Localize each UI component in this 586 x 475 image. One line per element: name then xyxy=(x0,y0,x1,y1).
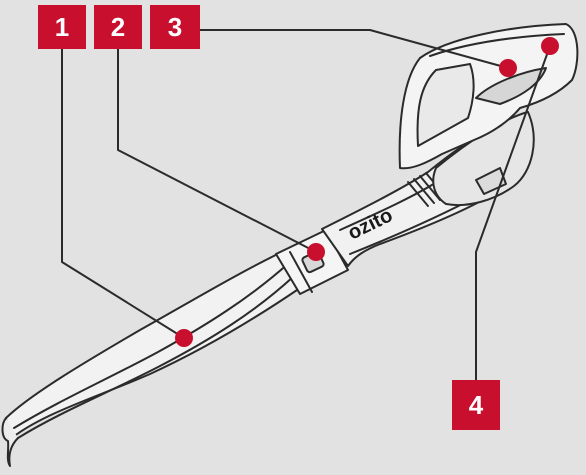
handle-opening xyxy=(475,67,547,105)
leader-line-2 xyxy=(117,43,317,253)
battery-latch xyxy=(475,167,507,195)
leader-line-1 xyxy=(61,43,185,339)
callout-label-2: 2 xyxy=(94,5,142,49)
callout-dot-4 xyxy=(541,37,559,55)
tube-contour-line xyxy=(13,261,291,429)
tube-contour-line xyxy=(17,275,295,439)
blower-tube xyxy=(5,249,301,442)
tube-collar-edge xyxy=(289,251,313,293)
vent-slots xyxy=(407,172,447,207)
callout-label-4: 4 xyxy=(452,380,500,430)
body-seam-line xyxy=(339,179,441,231)
leader-line-3 xyxy=(199,29,509,69)
callout-label-1: 1 xyxy=(38,5,86,49)
leader-line-4 xyxy=(475,45,551,381)
callout-label-3: 3 xyxy=(150,5,200,49)
handle-inner-grip xyxy=(416,63,475,147)
callout-dot-1 xyxy=(175,329,193,347)
callout-dot-3 xyxy=(499,59,517,77)
callout-dot-2 xyxy=(307,243,325,261)
blower-nozzle-tip xyxy=(1,417,19,467)
handle-top-edge xyxy=(429,33,565,57)
